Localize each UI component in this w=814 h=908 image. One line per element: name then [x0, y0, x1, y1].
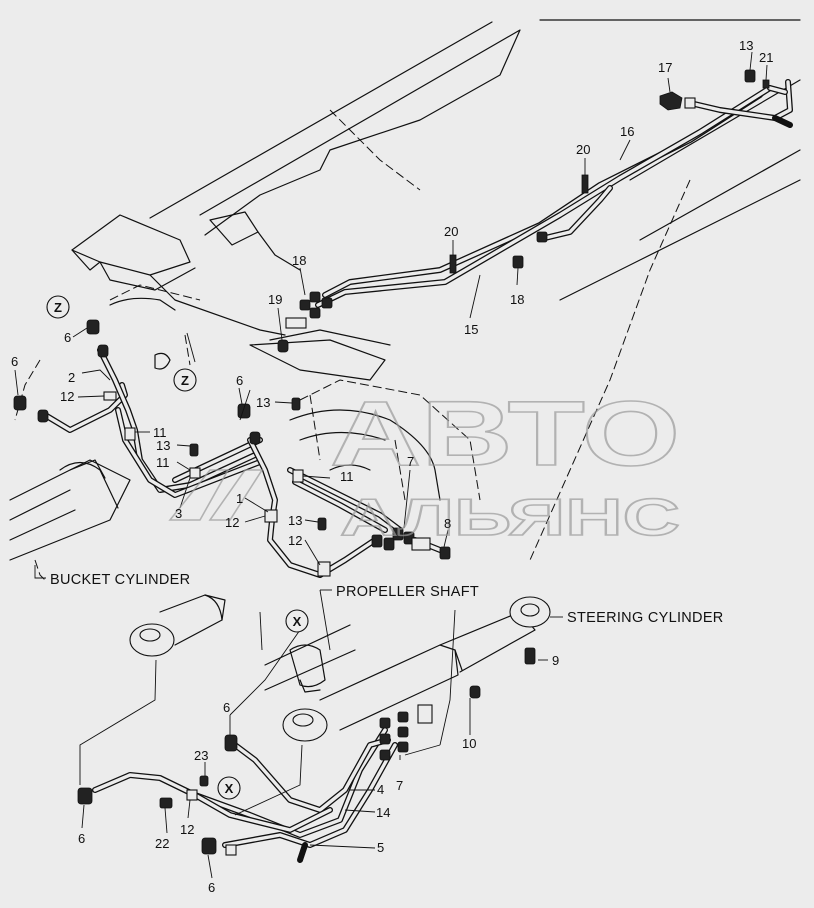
part-number: 8 — [444, 516, 451, 531]
part-number: 4 — [377, 782, 384, 797]
upper-left-structure — [109, 297, 441, 501]
part-number: 5 — [377, 840, 384, 855]
part-number: 6 — [78, 831, 85, 846]
part-number: 10 — [462, 736, 476, 751]
component-labels: BUCKET CYLINDER PROPELLER SHAFT STEERING… — [34, 565, 724, 626]
label-steering-cylinder: STEERING CYLINDER — [567, 610, 724, 626]
part-number: 11 — [153, 425, 167, 440]
fittings — [13, 69, 770, 856]
part-number: 7 — [407, 454, 414, 469]
part-number: 17 — [658, 60, 672, 75]
callout-z-top: Z — [54, 300, 62, 315]
watermark-line2: АЛЬЯНС — [340, 489, 680, 547]
label-propeller-shaft: PROPELLER SHAFT — [336, 584, 479, 600]
part-number: 11 — [340, 469, 354, 484]
part-number: 7 — [396, 778, 403, 793]
part-number: 22 — [155, 836, 169, 851]
part-number: 21 — [759, 50, 773, 65]
part-number: 13 — [288, 513, 302, 528]
callout-x-bot: X — [225, 781, 234, 796]
watermark-line1: АВТО — [330, 383, 680, 485]
part-number: 19 — [268, 292, 282, 307]
part-number: 13 — [156, 438, 170, 453]
part-number: 13 — [256, 395, 270, 410]
part-number: 9 — [552, 653, 559, 668]
part-number: 6 — [208, 880, 215, 895]
part-number: 11 — [156, 455, 170, 470]
part-number: 1 — [236, 491, 243, 506]
part-number: 12 — [180, 822, 194, 837]
callout-x-mid: X — [293, 614, 302, 629]
part-number: 20 — [444, 224, 458, 239]
part-number: 18 — [292, 253, 306, 268]
leader-lines — [14, 51, 768, 879]
part-number: 6 — [236, 373, 243, 388]
propeller-shaft — [259, 589, 356, 693]
part-number: 18 — [510, 292, 524, 307]
frame-outline — [71, 19, 801, 561]
part-number: 2 — [68, 370, 75, 385]
lower-pipes — [92, 727, 398, 863]
bucket-link — [129, 594, 226, 657]
part-number: 23 — [194, 748, 208, 763]
watermark: АВТО АЛЬЯНС — [168, 382, 681, 548]
bucket-cylinder — [9, 359, 131, 581]
part-number: 6 — [64, 330, 71, 345]
callout-circles: Z Z X X — [46, 295, 309, 800]
part-number: 3 — [175, 506, 182, 521]
callout-z-mid: Z — [181, 373, 189, 388]
part-number: 14 — [376, 805, 390, 820]
part-number: 15 — [464, 322, 478, 337]
steering-cylinder — [282, 596, 551, 742]
part-number: 6 — [223, 700, 230, 715]
part-numbers: 13 21 17 16 20 20 18 18 15 19 6 2 12 6 6… — [11, 38, 773, 895]
part-number: 6 — [11, 354, 18, 369]
upper-pipes — [315, 79, 793, 308]
part-number: 13 — [739, 38, 753, 53]
part-number: 16 — [620, 124, 634, 139]
part-number: 20 — [576, 142, 590, 157]
part-number: 12 — [60, 389, 74, 404]
part-number: 12 — [288, 533, 302, 548]
label-bucket-cylinder: BUCKET CYLINDER — [50, 572, 190, 588]
part-number: 12 — [225, 515, 239, 530]
